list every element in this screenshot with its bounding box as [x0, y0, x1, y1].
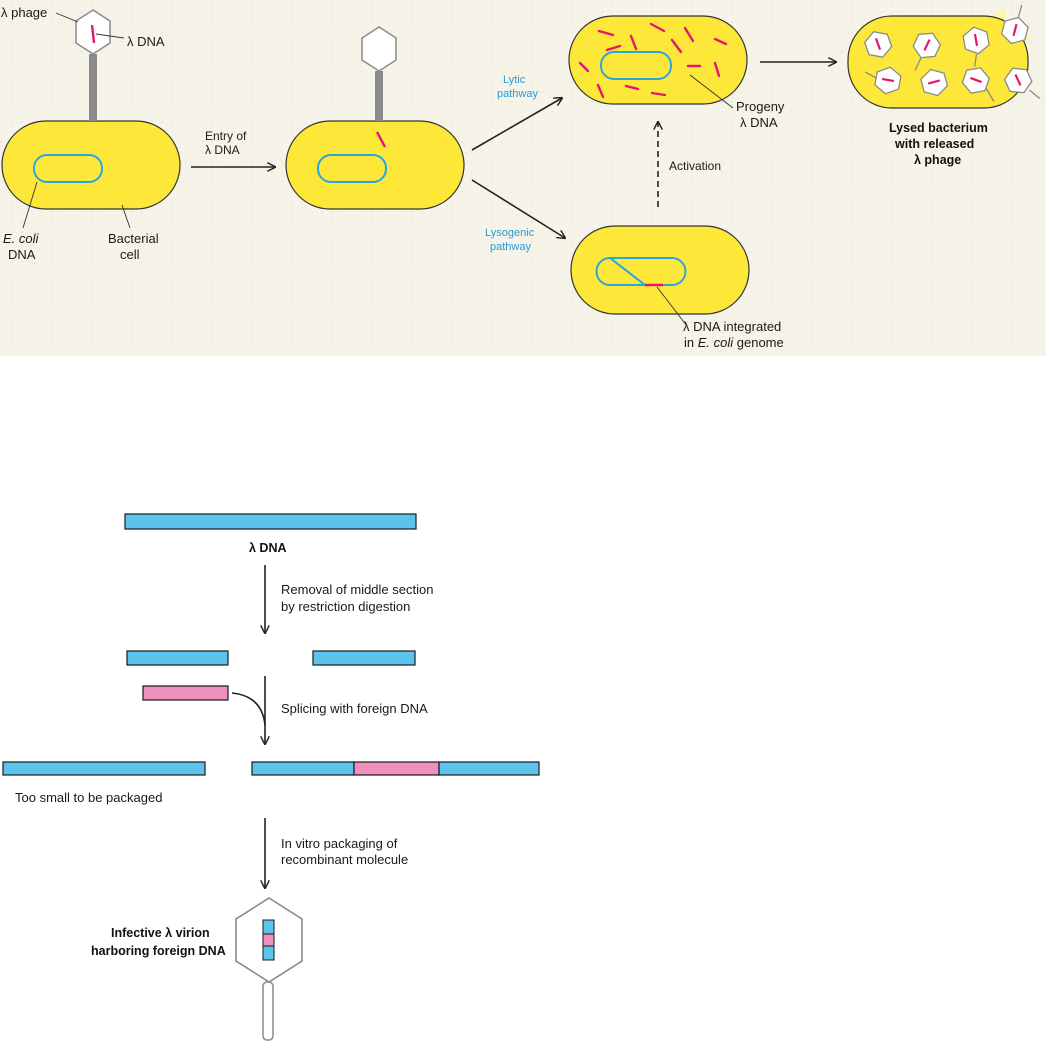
virion-icon [235, 897, 303, 1041]
label-lysed-3: λ phage [914, 153, 961, 167]
ecoli-dna-loop [595, 256, 687, 286]
label-entry-dna: λ DNA [205, 143, 240, 157]
leader-lambda-dna [95, 33, 125, 39]
label-lambda-dna-bar: λ DNA [249, 541, 287, 555]
label-packaging-2: recombinant molecule [281, 852, 408, 867]
label-integrated-genome: in E. coli genome [684, 335, 784, 350]
label-ecoli-dna: DNA [8, 247, 36, 262]
bottom-panel: λ DNA Removal of middle section by restr… [2, 513, 540, 1041]
label-infective-2: harboring foreign DNA [91, 944, 226, 958]
lambda-right-arm [312, 650, 416, 666]
lysed-bacterium [847, 4, 1041, 112]
bacterium-icon [570, 225, 750, 315]
injected-lambda-dna [375, 131, 387, 148]
label-ecoli: E. coli [3, 231, 40, 246]
foreign-dna-bar [142, 685, 229, 701]
label-lysogenic-pathway: pathway [490, 241, 531, 253]
lambda-left-arm [126, 650, 229, 666]
ecoli-dna-loop [600, 51, 672, 80]
label-cell: cell [120, 247, 140, 262]
leader-bacterial-cell [121, 204, 131, 229]
label-lytic: Lytic [503, 74, 526, 86]
label-infective-1: Infective λ virion [111, 926, 210, 940]
arrow-icon [471, 179, 565, 238]
label-lambda-dna: λ DNA [127, 34, 165, 49]
bacterial-cell-lytic [568, 15, 748, 105]
leader-integrated [656, 286, 688, 327]
label-lysed-2: with released [894, 137, 974, 151]
leader-progeny [689, 74, 734, 109]
bacterial-cell-infected [285, 120, 465, 210]
bacterium-icon [285, 120, 465, 210]
leader-ecoli-dna [22, 181, 38, 229]
label-splicing: Splicing with foreign DNA [281, 701, 428, 716]
too-small-bar [2, 761, 206, 776]
label-entry-of: Entry of [205, 129, 247, 143]
bacterial-cell-lysogenic [570, 225, 750, 315]
label-activation: Activation [669, 159, 721, 173]
ecoli-dna-loop [33, 154, 103, 183]
label-packaging-1: In vitro packaging of [281, 836, 398, 851]
bacterial-cell-initial [1, 120, 181, 210]
phage-icon [361, 26, 397, 121]
label-removal-2: by restriction digestion [281, 599, 410, 614]
label-lysogenic: Lysogenic [485, 227, 535, 239]
label-integrated: λ DNA integrated [683, 319, 781, 334]
progeny-lambda-dna [578, 22, 728, 99]
leader-lambda-phage [55, 12, 79, 23]
ecoli-dna-loop [317, 154, 387, 183]
label-lysed-1: Lysed bacterium [889, 121, 988, 135]
splice-curve [231, 692, 266, 726]
label-lambda-phage: λ phage [1, 5, 47, 20]
label-removal-1: Removal of middle section [281, 582, 433, 597]
lambda-dna-bar [124, 513, 417, 530]
bacterium-icon [1, 120, 181, 210]
released-phages [863, 4, 1041, 102]
label-bacterial: Bacterial [108, 231, 159, 246]
label-progeny: Progeny [736, 99, 785, 114]
arrow-icon [471, 98, 562, 151]
recombinant-dna [251, 761, 540, 776]
label-too-small: Too small to be packaged [15, 790, 162, 805]
bacterium-icon [568, 15, 748, 105]
label-lytic-pathway: pathway [497, 88, 538, 100]
top-panel: λ phage λ DNA E. coli DNA Bacterial cell… [0, 0, 1046, 356]
label-progeny-dna: λ DNA [740, 115, 778, 130]
